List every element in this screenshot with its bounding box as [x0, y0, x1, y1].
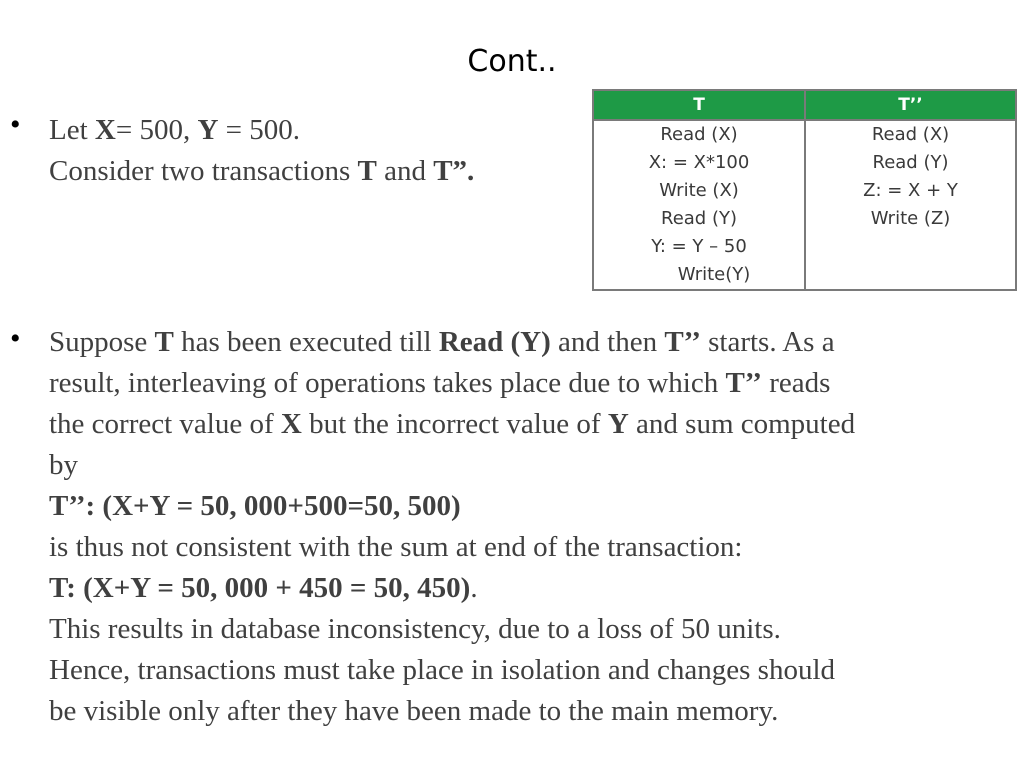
variable-y: Y [197, 114, 219, 146]
text-run: starts. As a [700, 326, 835, 358]
text-run: Let [49, 114, 95, 146]
text-run: has been executed till [173, 326, 439, 358]
operation: Read (Y) [661, 208, 737, 229]
intro-line-2: Consider two transactions T and T”. [49, 151, 474, 192]
text-run: and [376, 155, 434, 187]
explanation-line: result, interleaving of operations takes… [49, 363, 1009, 404]
operation: Write (X) [659, 180, 739, 201]
intro-line-1: Let X= 500, Y = 500. [49, 110, 474, 151]
text-run: and sum computed [628, 408, 856, 440]
read-operation: Read (Y) [438, 326, 551, 358]
t-sum-formula: T: (X+Y = 50, 000 + 450 = 50, 450) [49, 572, 471, 604]
explanation-line: is thus not consistent with the sum at e… [49, 531, 743, 563]
transaction-t: T [357, 155, 377, 187]
text-run: reads [761, 367, 831, 399]
variable-x: X [94, 114, 116, 146]
text-run: the correct value of [49, 408, 281, 440]
operation: Read (X) [660, 124, 738, 145]
explanation-line: Suppose T has been executed till Read (Y… [49, 322, 1009, 363]
slide-title: Cont.. [467, 44, 557, 79]
table-row: Read (X) X: = X*100 Write (X) Read (Y) Y… [591, 120, 1017, 291]
text-run: Suppose [49, 326, 155, 358]
column-t2-operations: Read (X) Read (Y) Z: = X + Y Write (Z) [804, 120, 1017, 291]
variable-y: Y [607, 408, 629, 440]
text-run: but the incorrect value of [301, 408, 608, 440]
transaction-t2: T’’ [664, 326, 701, 358]
explanation-paragraph: Suppose T has been executed till Read (Y… [49, 322, 1009, 732]
explanation-line: T: (X+Y = 50, 000 + 450 = 50, 450). [49, 568, 1009, 609]
transaction-t: T [154, 326, 174, 358]
operation: Write (Z) [870, 208, 951, 229]
text-run: result, interleaving of operations takes… [49, 367, 726, 399]
column-t-operations: Read (X) X: = X*100 Write (X) Read (Y) Y… [591, 120, 807, 291]
explanation-line: by [49, 449, 78, 481]
operation: X: = X*100 [648, 152, 750, 173]
text-run: Consider two transactions [49, 155, 358, 187]
explanation-line: Hence, transactions must take place in i… [49, 654, 836, 686]
bullet-marker: • [10, 108, 21, 141]
text-run: = 500, [115, 114, 198, 146]
text-run: . [470, 572, 478, 604]
variable-x: X [280, 408, 302, 440]
bullet-marker: • [10, 322, 21, 355]
explanation-line: be visible only after they have been mad… [49, 695, 779, 727]
transaction-t2: T’’ [725, 367, 762, 399]
transaction-t2: T”. [433, 155, 475, 187]
explanation-line: This results in database inconsistency, … [49, 613, 781, 645]
intro-paragraph: Let X= 500, Y = 500. Consider two transa… [49, 110, 474, 192]
transaction-table: T T’’ Read (X) X: = X*100 Write (X) Read… [591, 89, 1017, 291]
explanation-line: the correct value of X but the incorrect… [49, 404, 1009, 445]
operation: Y: = Y – 50 [651, 236, 747, 257]
operation: Read (X) [871, 124, 950, 145]
header-t: T [591, 89, 807, 121]
text-run: = 500. [218, 114, 301, 146]
operation: Read (Y) [872, 152, 949, 173]
header-t2: T’’ [804, 89, 1017, 121]
table-header-row: T T’’ [591, 89, 1017, 121]
t2-sum-formula: T’’: (X+Y = 50, 000+500=50, 500) [49, 490, 461, 522]
text-run: and then [550, 326, 665, 358]
operation: Z: = X + Y [863, 180, 958, 201]
operation: Write(Y) [677, 264, 751, 285]
